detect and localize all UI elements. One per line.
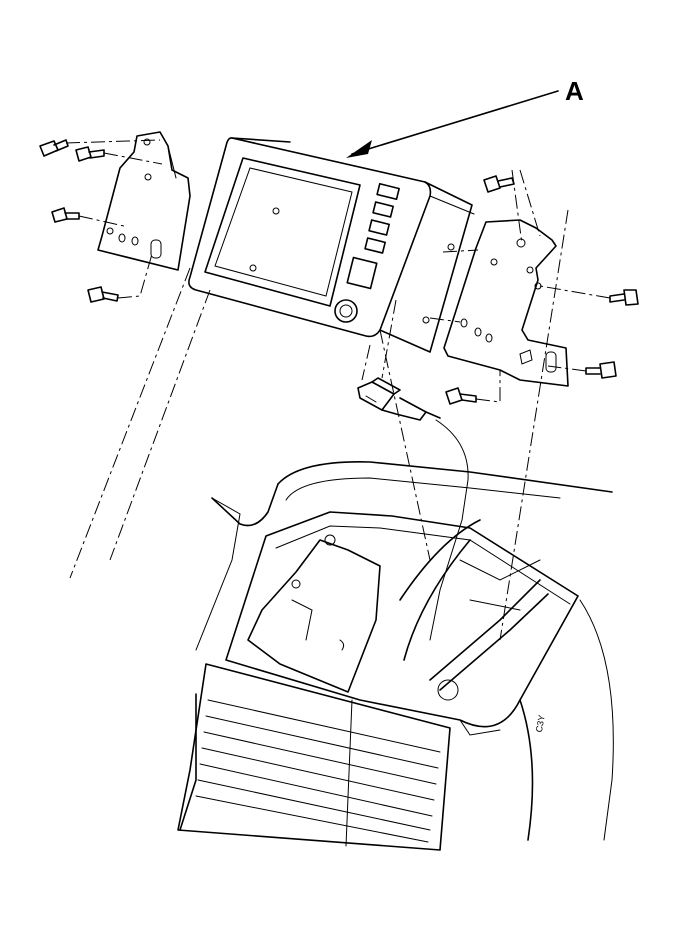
left-mounting-bracket — [97, 131, 191, 271]
cart-mark: C3Y — [534, 714, 547, 733]
bolt-icon — [445, 387, 477, 405]
callout-a-label: A — [565, 76, 584, 106]
left-mounting-bolts — [39, 139, 163, 303]
dashboard-opening: C3Y — [195, 461, 614, 841]
bolt-icon — [39, 139, 69, 157]
callout-a-arrowhead — [346, 140, 372, 158]
bolt-icon — [609, 289, 639, 306]
wire-harness-connector — [357, 299, 469, 641]
vent-louvers — [195, 699, 441, 843]
bolt-icon — [483, 175, 515, 193]
bolt-icon — [75, 146, 105, 162]
callout-a: A — [346, 76, 584, 158]
bolt-icon — [585, 361, 617, 379]
audio-navigation-unit — [188, 137, 475, 353]
callout-a-leader — [351, 90, 559, 155]
right-mounting-bolts — [429, 169, 639, 405]
bolt-icon — [51, 207, 80, 223]
right-mounting-bracket — [443, 219, 569, 387]
center-vent-panel — [177, 663, 451, 851]
bolt-icon — [87, 286, 119, 303]
alignment-lines — [69, 209, 569, 641]
